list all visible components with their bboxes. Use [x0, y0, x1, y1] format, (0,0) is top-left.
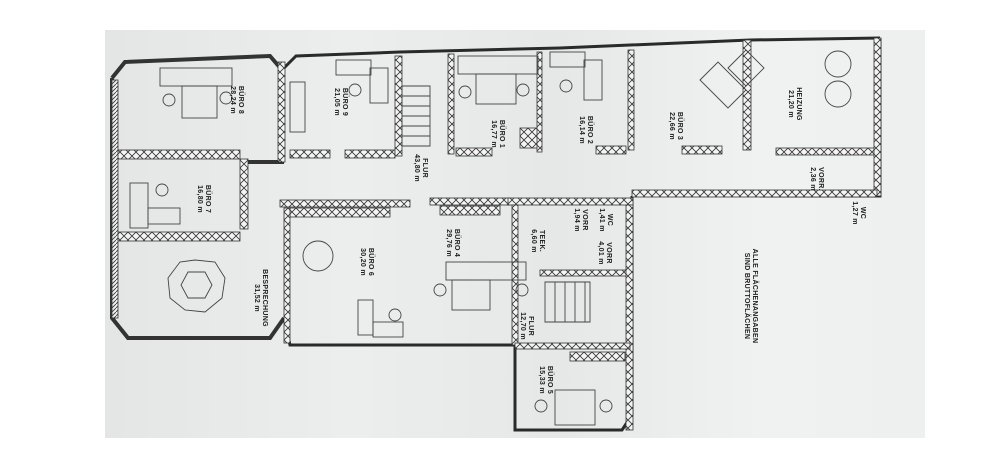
room-name: WC: [606, 213, 613, 227]
room-area: 12,70 m: [519, 312, 526, 340]
room-area: 6,60 m: [530, 229, 537, 253]
room-name: BÜRO 1: [498, 119, 505, 149]
room-area: 16,77 m: [490, 120, 497, 148]
room-area: 16,80 m: [196, 185, 203, 213]
note-line-2: SIND BRUTTOFLÄCHEN: [743, 252, 750, 340]
room-name: VORR.: [817, 167, 824, 191]
room-name: BÜRO 4: [453, 228, 460, 258]
room-area: 1,27 m: [851, 201, 858, 225]
room-area: 28,24 m: [229, 86, 236, 114]
room-name: FLUR: [527, 316, 534, 336]
room-area: 43,80 m: [413, 154, 420, 182]
room-area: 29,76 m: [445, 229, 452, 257]
room-name: VORR: [581, 209, 588, 231]
room-name: VORR: [605, 242, 612, 264]
room-name: BÜRO 2: [586, 115, 593, 145]
room-name: BESPRECHUNG: [261, 269, 268, 327]
room-name: BÜRO 9: [341, 87, 348, 117]
room-name: BÜRO 7: [204, 184, 211, 214]
room-area: 15,33 m: [538, 366, 545, 394]
room-area: 31,52 m: [253, 284, 260, 312]
room-area: 30,20 m: [359, 248, 366, 276]
room-area: 1,41 m: [598, 208, 605, 232]
room-teekueche: TEEK.6,60 m: [529, 221, 545, 261]
room-vorraum-1: VORR.2,36 m: [808, 159, 824, 199]
room-name: TEEK.: [538, 229, 545, 253]
room-name: BÜRO 3: [676, 111, 683, 141]
room-name: BÜRO 8: [237, 85, 244, 115]
note-line-1: ALLE FLÄCHENANGABEN: [751, 248, 758, 344]
room-name: WC: [859, 206, 866, 220]
room-area: 22,66 m: [668, 112, 675, 140]
room-name: FLUR: [421, 158, 428, 178]
room-area: 1,94 m: [573, 208, 580, 232]
room-area: 16,14 m: [578, 116, 585, 144]
room-name: BÜRO 5: [546, 365, 553, 395]
room-name: BÜRO 6: [367, 247, 374, 277]
room-area: 21,05 m: [333, 88, 340, 116]
room-area: 21,20 m: [787, 90, 794, 118]
room-area: 2,36 m: [809, 167, 816, 191]
room-area: 4,01 m: [597, 241, 604, 265]
room-name: HEIZUNG: [795, 87, 802, 121]
